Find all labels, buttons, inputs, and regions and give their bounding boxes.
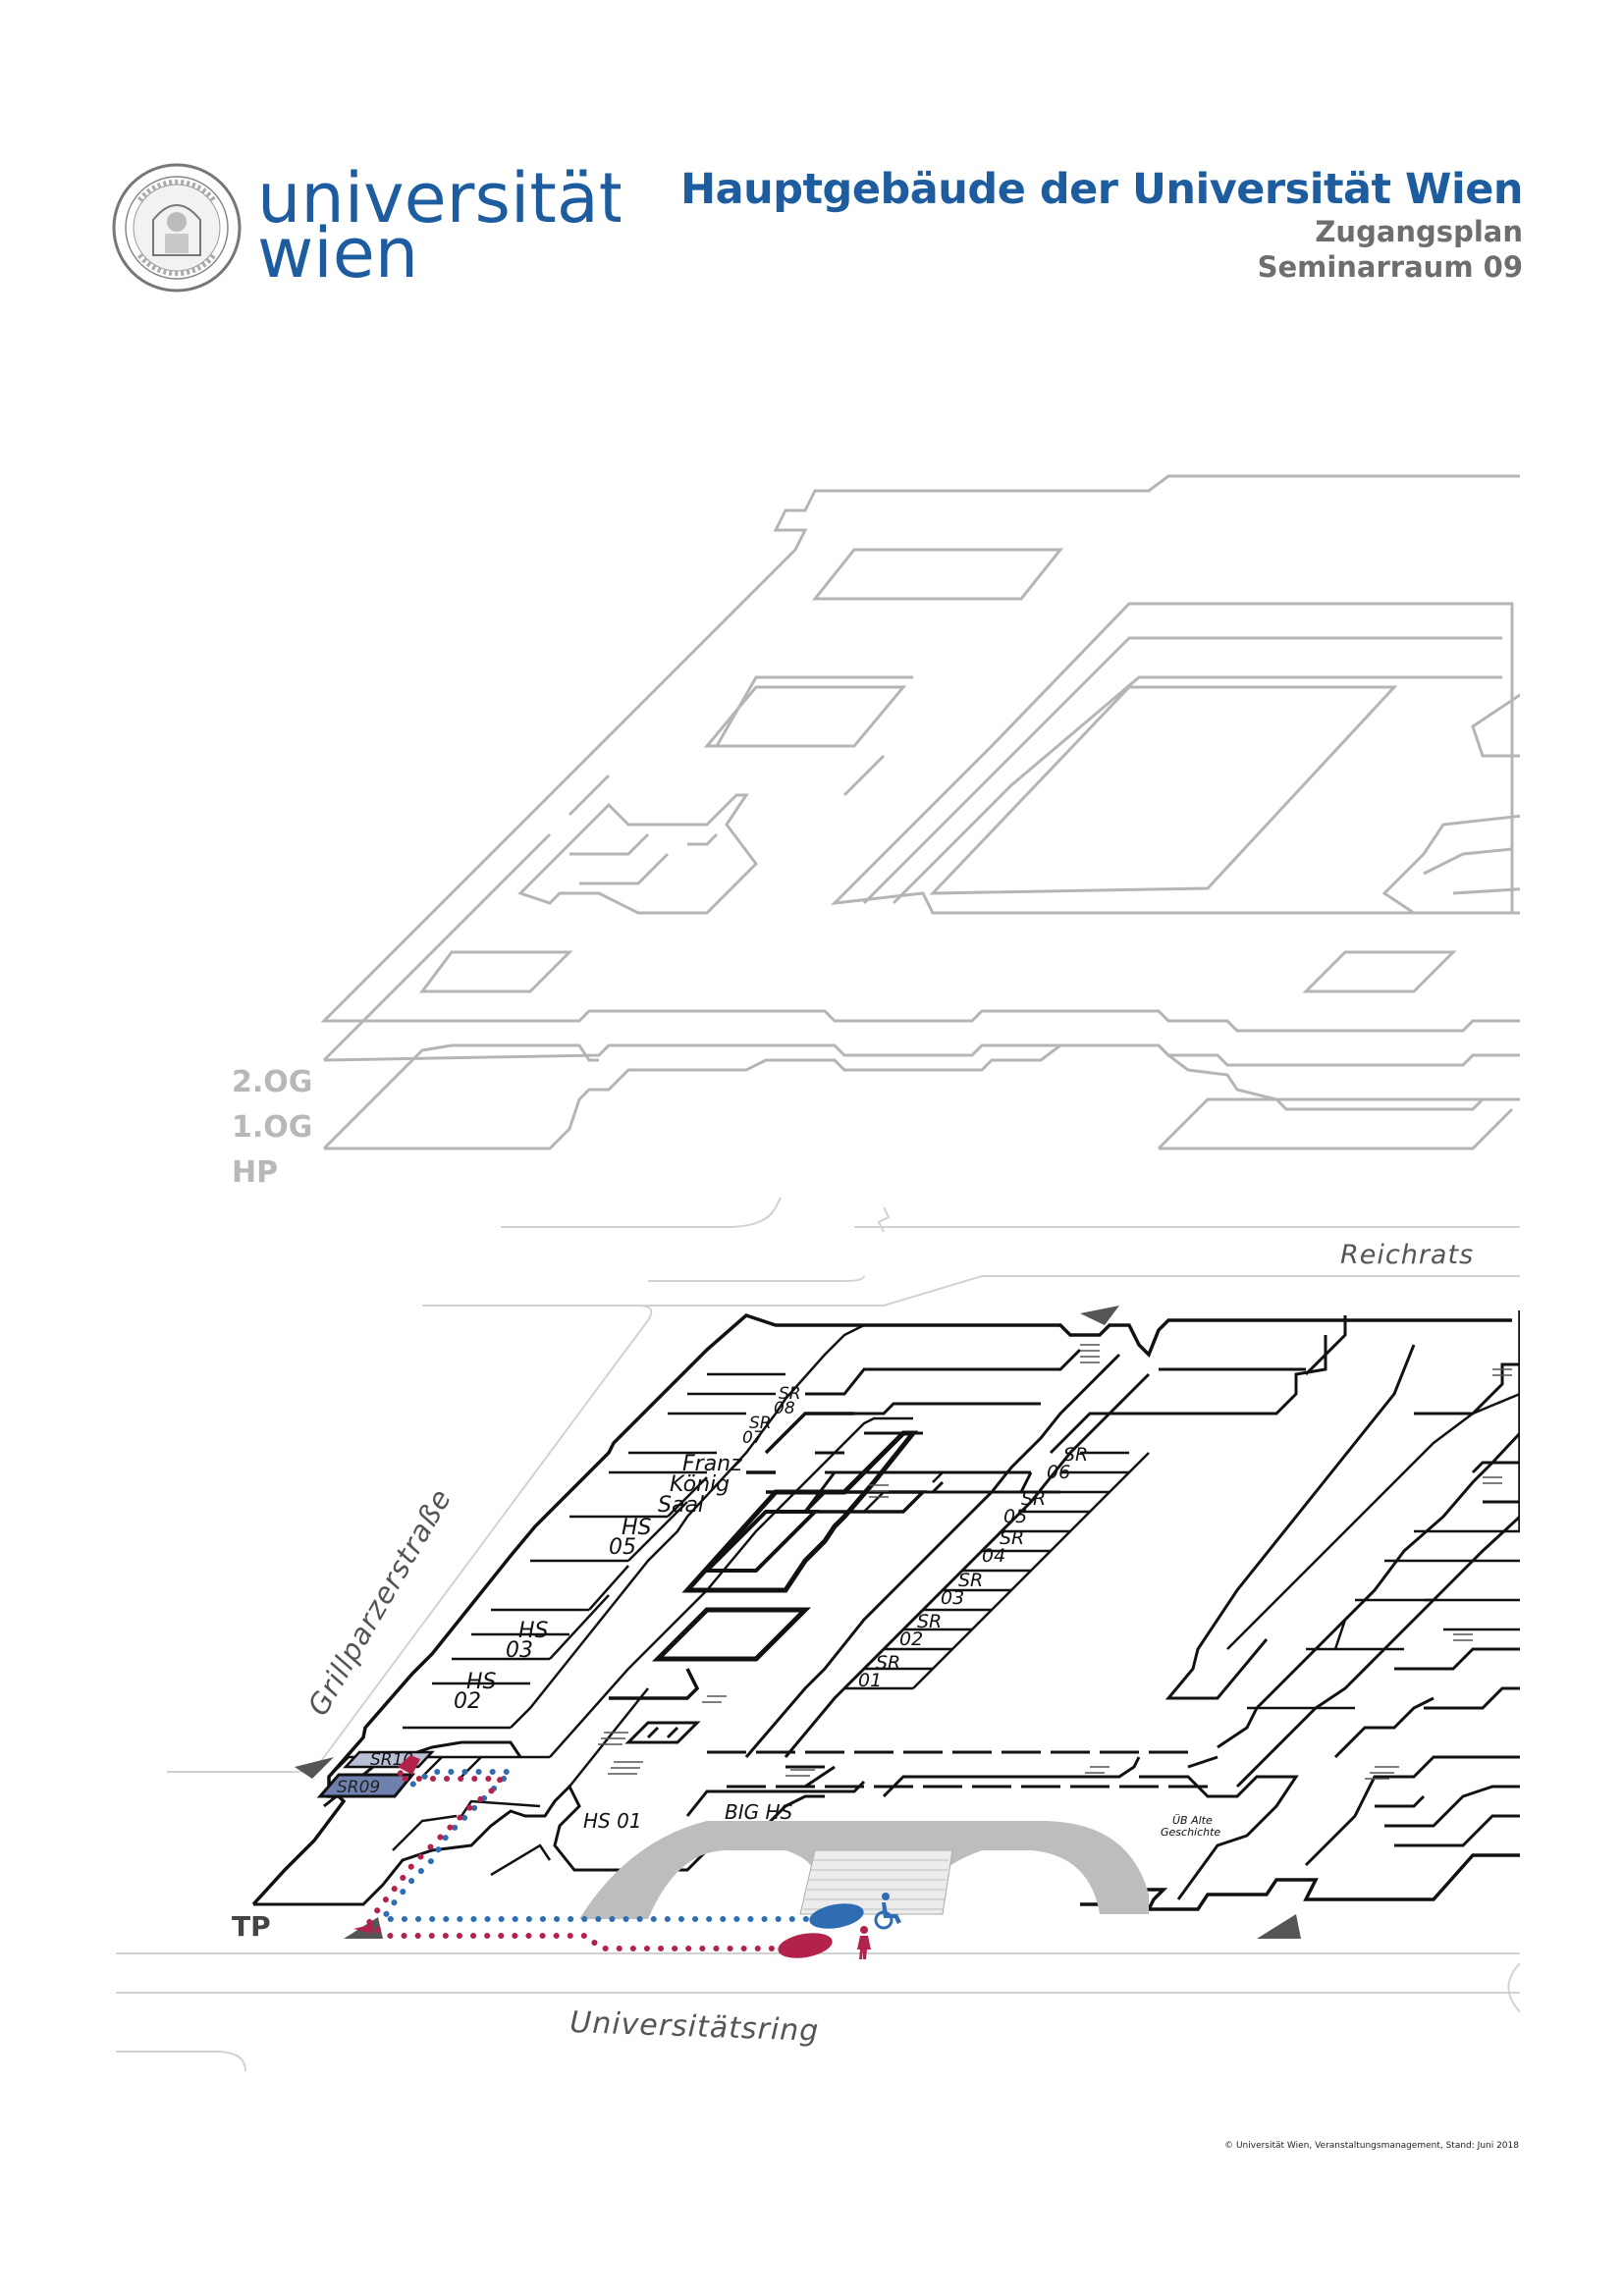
room-sr01-label-2: 01 [858, 1670, 882, 1691]
university-seal-icon [112, 163, 242, 293]
entrance-triangle-icon [1257, 1914, 1301, 1939]
courtyard-6 [1302, 950, 1457, 993]
room-sr05-label-1: SR [1021, 1488, 1046, 1510]
floor-label-hp: HP [232, 1155, 278, 1190]
floor-label-1og: 1.OG [232, 1110, 312, 1145]
room-franz-koenig-label-1: Franz [682, 1452, 742, 1476]
room-hs02-label-1: HS [466, 1670, 497, 1694]
logo-wordmark-line2: wien [257, 213, 418, 294]
room-sr04-label-2: 04 [982, 1545, 1005, 1567]
room-sr07-label-2: 07 [742, 1428, 764, 1448]
page-header: Hauptgebäude der Universität Wien Zugang… [680, 165, 1523, 285]
east-wing-fragment [1471, 693, 1520, 758]
room-hs02-label-2: 02 [454, 1689, 481, 1714]
room-sr05-label-2: 05 [1003, 1506, 1027, 1527]
route-start-marker [353, 1924, 373, 1934]
courtyard-4 [830, 602, 1514, 915]
courtyard-1 [811, 548, 1064, 601]
room-sr08-label-1: SR [779, 1384, 801, 1404]
floor-label-tp: TP [232, 1910, 271, 1943]
room-hs01-label: HS 01 [583, 1809, 642, 1833]
room-sr09-label: SR09 [337, 1778, 380, 1797]
street-name-grillparzer: Grillparzerstraße [301, 1483, 459, 1722]
pedestrian-icon [857, 1926, 871, 1959]
floor-hp-outline [322, 1043, 1520, 1150]
room-sr03-label-1: SR [958, 1570, 983, 1591]
room-sr06-label-1: SR [1063, 1444, 1088, 1466]
room-hs05-label-2: 05 [609, 1535, 636, 1560]
entrance-stairs [799, 1849, 953, 1915]
room-sr03-label-2: 03 [941, 1587, 964, 1609]
room-sr07-label-1: SR [749, 1414, 772, 1433]
copyright-footer: © Universität Wien, Veranstaltungsmanage… [1224, 2141, 1519, 2151]
room-sr02-label-1: SR [917, 1611, 942, 1632]
ground-floor-plan [251, 1310, 1520, 1911]
logo-wordmark-line1: universität [257, 161, 621, 239]
room-sr01-label-1: SR [876, 1652, 900, 1674]
page-subtitle: Zugangsplan [1315, 215, 1523, 248]
room-sr04-label-1: SR [1000, 1527, 1024, 1549]
street-name-reichsrat: Reichrats [1340, 1240, 1474, 1270]
wheelchair-start-area [809, 1903, 864, 1929]
route-walking-red [363, 1762, 788, 1951]
room-hs03-label-2: 03 [506, 1638, 533, 1663]
street-name-universitaetsring: Universitätsring [569, 2005, 820, 2049]
floor-2og-outline [320, 474, 1520, 1033]
page-title: Hauptgebäude der Universität Wien [680, 165, 1523, 214]
route-wheelchair-blue [377, 1769, 823, 1922]
floor-label-2og: 2.OG [232, 1065, 312, 1099]
pedestrian-start-area [778, 1933, 833, 1958]
courtyard-5 [419, 950, 573, 993]
room-franz-koenig-label-3: Saal [658, 1493, 704, 1518]
courtyard-3 [715, 675, 913, 797]
room-big-hs-label: BIG HS [725, 1800, 793, 1824]
room-sr02-label-2: 02 [899, 1629, 923, 1650]
room-hs05-label-1: HS [622, 1516, 652, 1540]
stair-block-east [1381, 814, 1520, 915]
stair-block-west [517, 793, 758, 915]
room-sr06-label-2: 06 [1047, 1462, 1070, 1483]
room-hs03-label-1: HS [518, 1619, 549, 1643]
tp-outer-wall [251, 1313, 1520, 1911]
upper-floors-outline [320, 474, 1520, 1150]
destination-marker [398, 1755, 420, 1775]
room-ub-alte-geschichte-label-1: ÜB Alte [1172, 1814, 1213, 1827]
wheelchair-icon [874, 1893, 901, 1930]
university-logo: universität wien [110, 158, 625, 298]
room-franz-koenig-label-2: König [670, 1472, 730, 1497]
entrance-triangle-icon [1080, 1306, 1119, 1325]
entrance-triangle-icon [295, 1757, 334, 1779]
courtyard-2 [703, 685, 907, 748]
target-room-label: Seminarraum 09 [1257, 250, 1523, 284]
room-sr08-label-2: 08 [774, 1399, 795, 1418]
room-ub-alte-geschichte-label-2: Geschichte [1161, 1826, 1220, 1839]
